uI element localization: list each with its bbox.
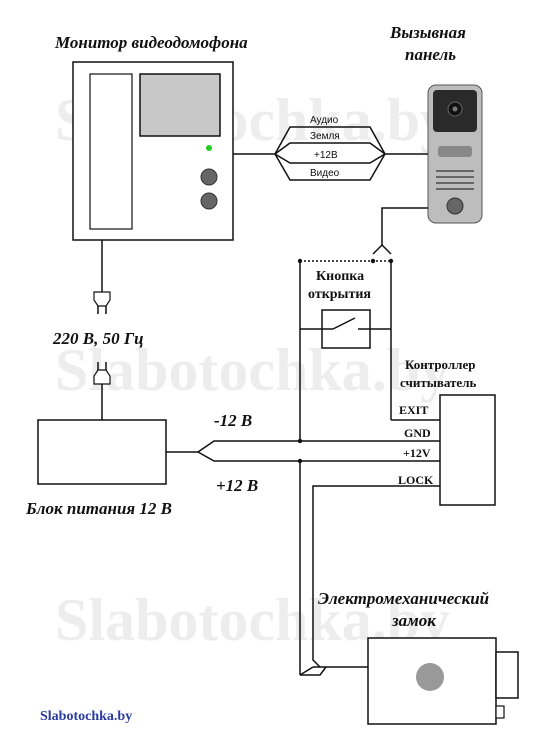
monitor-title: Монитор видеодомофона xyxy=(54,33,248,52)
plug-lower-icon xyxy=(93,362,111,385)
cable-label-12v: +12В xyxy=(314,150,338,161)
controller-box xyxy=(439,394,496,506)
button-label-line2: открытия xyxy=(308,287,371,302)
monitor-panel-cable xyxy=(233,126,428,181)
electromechanical-lock xyxy=(367,637,519,725)
cable-label-video: Видео xyxy=(310,168,340,179)
call-panel-nameplate xyxy=(438,146,472,157)
panel-to-button-wire xyxy=(372,207,428,255)
button-label-line1: Кнопка xyxy=(316,269,364,284)
button-switch-icon xyxy=(321,309,371,349)
controller-pin-lock: LOCK xyxy=(398,473,434,487)
power-supply-title: Блок питания 12 В xyxy=(25,499,172,518)
controller-label-line1: Контроллер xyxy=(405,357,475,372)
lock-bolt xyxy=(495,651,519,699)
power-supply-box xyxy=(37,419,167,485)
voltage-label-negative: -12 В xyxy=(214,411,252,430)
lock-title-line1: Электромеханический xyxy=(318,589,489,608)
button-wiring xyxy=(299,260,440,441)
call-panel-unit xyxy=(427,84,483,224)
controller-pin-gnd: GND xyxy=(404,426,431,440)
cable-label-audio: Аудио xyxy=(310,115,339,126)
voltage-label-positive: +12 В xyxy=(216,476,258,495)
monitor-button-1 xyxy=(200,168,218,186)
controller-label-line2: считыватель xyxy=(400,375,477,390)
controller-pin-exit: EXIT xyxy=(399,403,428,417)
monitor-button-2 xyxy=(200,192,218,210)
footer-site-link[interactable]: Slabotochka.by xyxy=(40,709,132,724)
power-supply-output xyxy=(166,440,440,462)
plug-upper-icon xyxy=(93,291,111,314)
monitor-screen xyxy=(139,73,221,137)
cable-label-ground: Земля xyxy=(310,131,340,142)
call-button xyxy=(446,197,464,215)
call-panel-title-line2: панель xyxy=(405,45,456,64)
watermark-middle: Slabotochka.by xyxy=(55,337,450,403)
monitor-unit xyxy=(72,61,234,241)
monitor-led-icon xyxy=(206,145,212,151)
call-panel-title-line1: Вызывная xyxy=(389,23,466,42)
lock-cylinder-icon xyxy=(416,663,444,691)
mains-label: 220 В, 50 Гц xyxy=(52,329,144,348)
monitor-handset xyxy=(89,73,133,230)
controller-pin-12v: +12V xyxy=(403,446,431,460)
lock-wiring xyxy=(299,461,440,676)
lock-title-line2: замок xyxy=(391,611,436,630)
